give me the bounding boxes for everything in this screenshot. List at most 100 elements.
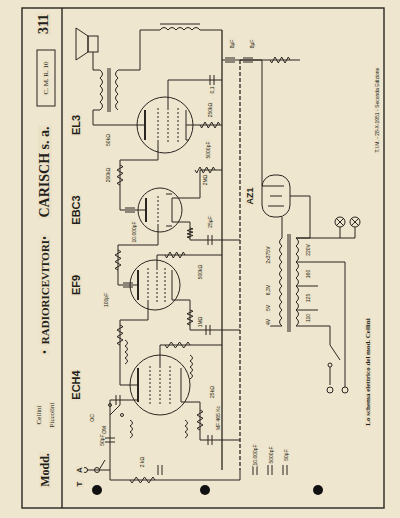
capacitor-symbol [272, 465, 273, 475]
header-text: Piccolini [49, 402, 56, 429]
coil-symbol [125, 340, 128, 364]
print-note: T.I.M. - 28-X-1951 - Seconda Edizione [375, 67, 380, 154]
capacitor-symbol [225, 62, 235, 63]
tube-AZ1 [262, 175, 290, 217]
component-value: 220V [306, 243, 311, 257]
header-text: • [40, 349, 50, 355]
component-value: 125 [306, 293, 311, 303]
tube-label: EL3 [71, 114, 82, 136]
resistor-symbol [130, 477, 155, 483]
ht-bus [221, 30, 222, 470]
capacitor-symbol [212, 435, 213, 445]
resistor-symbol [270, 57, 290, 63]
punch-holes [92, 485, 323, 495]
component-value: 50pF [100, 433, 105, 446]
capacitor-symbol [116, 395, 117, 405]
capacitor-symbol [105, 438, 115, 439]
wire [120, 302, 148, 385]
component-value: 8μF [250, 39, 255, 50]
component-value: 8μF [230, 39, 235, 50]
capacitor-symbol [208, 235, 209, 245]
capacitor-symbol [214, 75, 215, 85]
resistor-symbol [117, 165, 123, 185]
wire [118, 30, 140, 70]
resistor-symbol [117, 325, 123, 345]
tube-EL3 [137, 97, 193, 153]
capacitor-symbol [225, 58, 235, 59]
resistor-symbol [187, 310, 193, 325]
wire [172, 170, 222, 198]
resistor-symbol [200, 122, 220, 128]
component-value: 500kΩ [198, 264, 203, 281]
capacitor-symbol [243, 62, 253, 63]
component-value: 25μF [208, 215, 213, 229]
capacitor-symbol [210, 75, 211, 85]
earth-bus [239, 60, 240, 470]
capacitor-symbol [287, 465, 288, 475]
component-value: 4V [266, 318, 271, 326]
capacitor-symbol [212, 235, 213, 245]
capacitor-symbol [162, 465, 163, 475]
component-value: T [76, 481, 84, 488]
capacitor-symbol [206, 325, 207, 335]
coil-symbol [130, 420, 133, 438]
capacitor-symbol [123, 283, 133, 284]
wire [110, 470, 240, 480]
speaker-symbol [76, 28, 98, 60]
maker-title: CARISCH s. a. [38, 125, 52, 218]
component-value: 5000pF [206, 141, 211, 160]
header-text: 311 [37, 13, 51, 35]
header-text: RADIORICEVITORI [40, 239, 51, 345]
antenna-earth [83, 404, 124, 473]
component-value: OC [90, 413, 95, 423]
capacitor-symbol [268, 465, 269, 475]
header-text: C. M. R. 10 [43, 60, 50, 95]
component-value: 10.000pF [132, 220, 137, 243]
component-value: 50pF [284, 448, 289, 461]
capacitor-symbol [243, 58, 253, 59]
capacitor-symbol [125, 208, 135, 209]
component-value: 160 [306, 269, 311, 279]
component-value: 1MΩ [198, 316, 203, 329]
resistor-symbol [197, 410, 203, 430]
component-value: 100pF [104, 292, 109, 308]
resistor-symbol [115, 250, 121, 270]
capacitor-symbol [158, 465, 159, 475]
tube-label: AZ1 [246, 186, 255, 205]
header-text: Cellini [36, 404, 43, 425]
capacitor-symbol [283, 465, 284, 475]
capacitor-symbol [105, 442, 115, 443]
component-value: 5V [266, 304, 271, 312]
wire [290, 196, 310, 238]
resistor-symbol [195, 167, 215, 173]
output-transformer [93, 52, 118, 125]
component-value: 2MΩ [203, 174, 208, 187]
component-value: 250kΩ [208, 102, 213, 119]
wire [172, 222, 240, 240]
wire [120, 142, 158, 210]
capacitor-symbol [125, 212, 135, 213]
page-frame [22, 8, 384, 508]
component-value: 6,3V [266, 284, 271, 296]
capacitor-symbol [210, 325, 211, 335]
header-divider [61, 8, 62, 508]
component-value: 110 [306, 313, 311, 323]
capacitor-symbol [123, 287, 133, 288]
code-box [37, 50, 55, 106]
wire [118, 224, 158, 285]
wire [222, 60, 268, 186]
resistor-symbol [165, 252, 185, 258]
mains-switch-plug [318, 262, 348, 393]
component-value: 2 kΩ [140, 456, 145, 468]
wire [181, 402, 240, 440]
tube-label: EBC3 [71, 194, 82, 225]
component-value: OM [102, 425, 107, 435]
resistor-symbol [187, 228, 193, 238]
component-value: 10.000pF [253, 443, 258, 466]
coil-symbol [190, 355, 193, 379]
wire [110, 400, 138, 415]
component-value: 50kΩ [106, 133, 111, 147]
component-value: A [76, 466, 84, 474]
components [93, 30, 310, 483]
